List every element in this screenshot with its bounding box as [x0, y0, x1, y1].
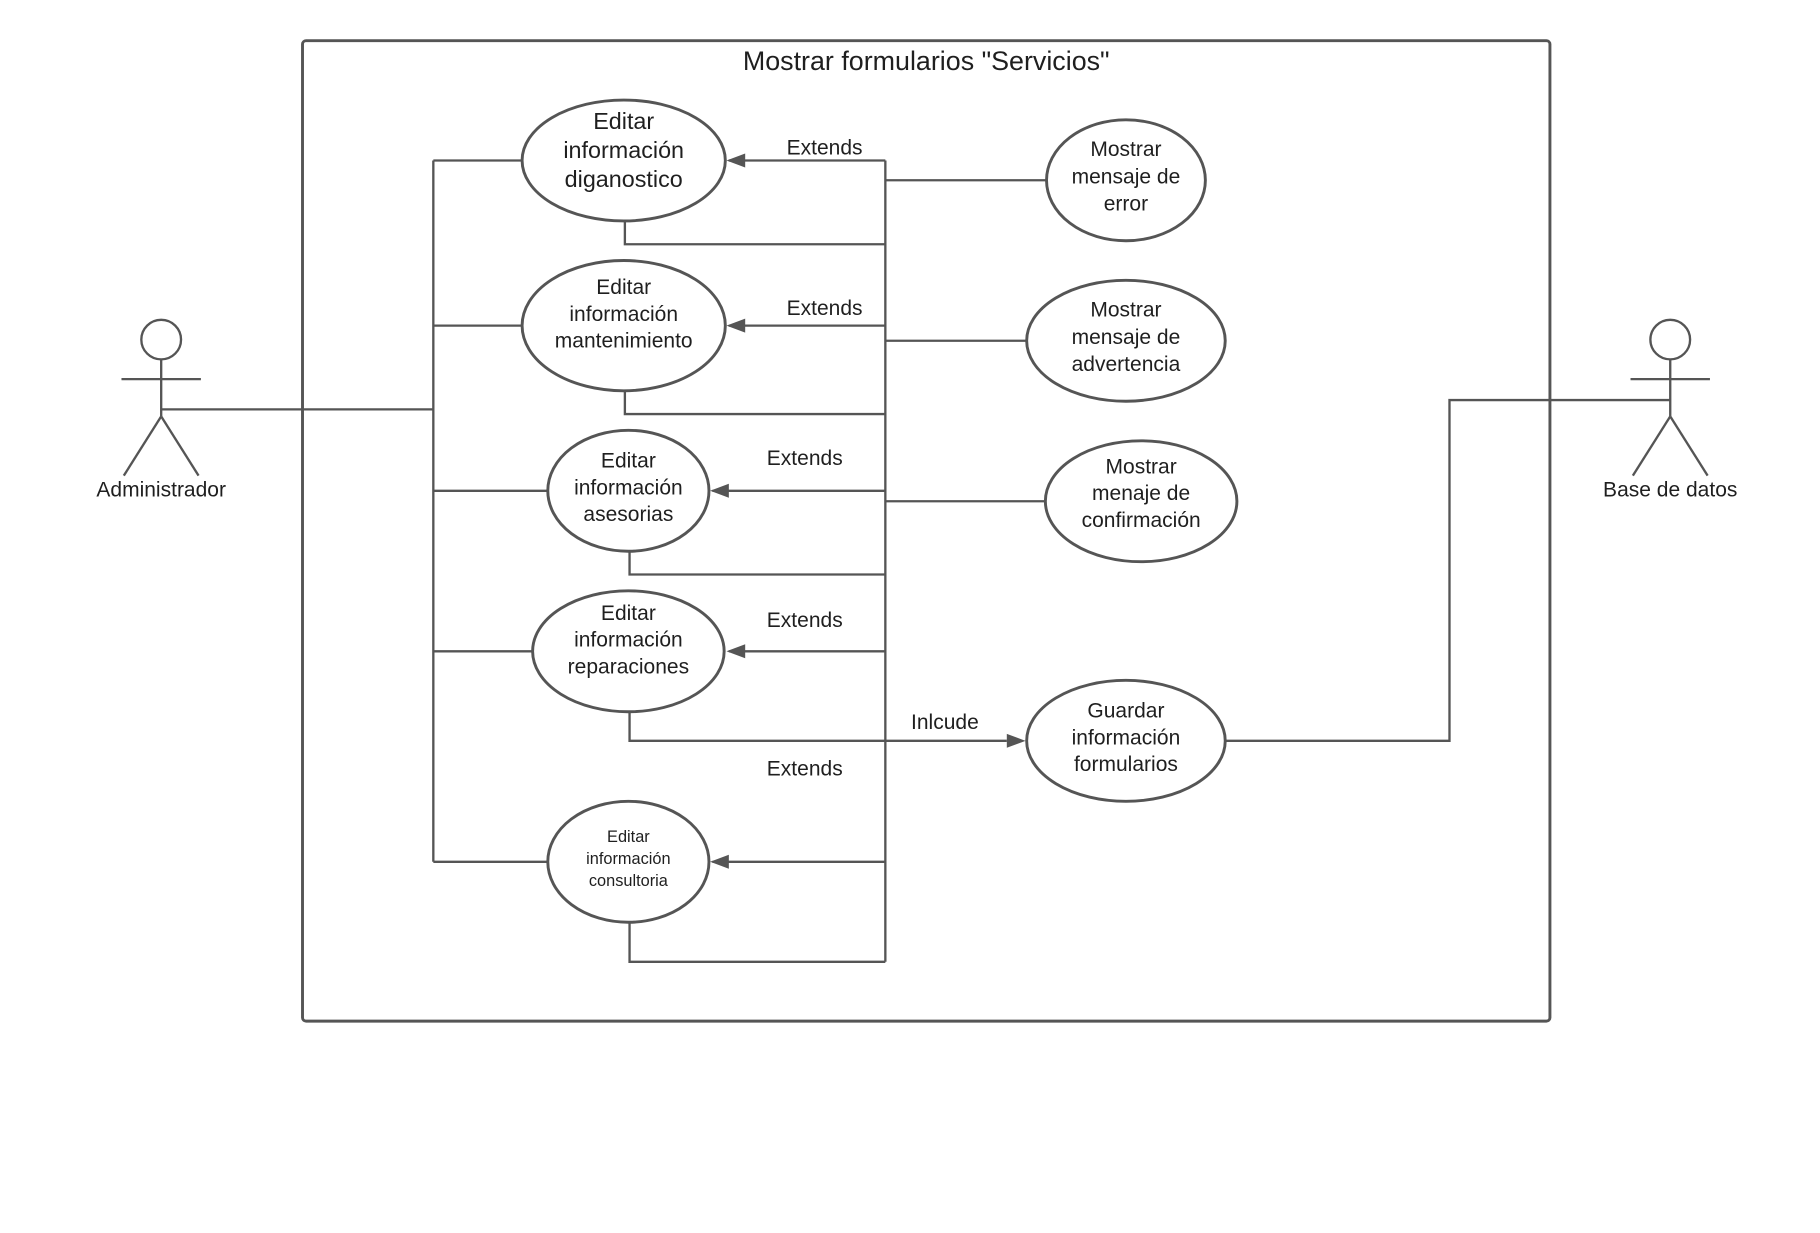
use-case-editar-asesorias: Editar información asesorias [546, 428, 711, 553]
use-case-line: Mostrar [1106, 455, 1177, 478]
actor-label: Base de datos [1603, 479, 1737, 502]
use-case-mostrar-advertencia: Mostrar mensaje de advertencia [1025, 278, 1227, 403]
actor-label: Administrador [96, 479, 226, 502]
use-case-line: mantenimiento [555, 330, 693, 353]
use-case-editar-consultoria: Editar información consultoria [546, 799, 711, 924]
arrowheads [710, 153, 1026, 869]
use-case-line: información [586, 850, 670, 868]
extend-arrowhead [726, 644, 746, 659]
use-case-line: mensaje de [1072, 326, 1181, 349]
use-case-diagram: Mostrar formularios "Servicios" Administ… [96, 39, 1737, 1023]
actor-head [1649, 318, 1692, 361]
use-case-line: Mostrar [1090, 138, 1161, 161]
use-case-line: formularios [1074, 753, 1178, 776]
actor-leg-left [1631, 415, 1672, 477]
actor-leg-right [1669, 415, 1709, 477]
actor-leg-right [160, 415, 200, 477]
use-case-line: Editar [601, 450, 656, 473]
use-case-editar-mantenimiento: Editar información mantenimiento [520, 259, 727, 393]
use-case-line: Editar [596, 276, 651, 299]
relationship-connectors [623, 159, 1047, 963]
extend-arrowhead [710, 483, 729, 498]
include-label: Inlcude [911, 711, 979, 734]
extends-label: Extends [767, 758, 843, 781]
use-case-line: confirmación [1082, 509, 1201, 532]
include-arrowhead [1006, 733, 1026, 748]
use-case-line: error [1104, 193, 1148, 216]
use-case-line: mensaje de [1072, 166, 1181, 189]
use-case-line: Editar [593, 108, 654, 134]
use-case-line: Guardar [1087, 700, 1164, 723]
extends-label: Extends [787, 137, 863, 160]
actor-base-de-datos: Base de datos [1603, 318, 1737, 502]
use-case-line: información [574, 629, 683, 652]
extends-label: Extends [767, 447, 843, 470]
use-case-line: menaje de [1092, 482, 1190, 505]
use-case-guardar-formularios: Guardar información formularios [1025, 678, 1227, 803]
actor-leg-left [122, 415, 163, 477]
use-case-editar-reparaciones: Editar información reparaciones [531, 589, 726, 714]
actor-administrador: Administrador [96, 318, 226, 502]
use-case-line: información [569, 303, 678, 326]
extend-arrowhead [726, 153, 746, 168]
use-case-line: Editar [607, 828, 650, 846]
use-case-line: reparaciones [568, 655, 689, 678]
use-case-line: advertencia [1072, 353, 1181, 376]
system-title: Mostrar formularios "Servicios" [743, 46, 1110, 76]
extends-label: Extends [767, 609, 843, 632]
extend-arrowhead [710, 854, 729, 869]
use-case-line: diganostico [565, 166, 683, 192]
use-case-line: información [1072, 726, 1181, 749]
use-case-line: asesorias [583, 503, 673, 526]
use-case-line: Editar [601, 602, 656, 625]
use-case-line: Mostrar [1090, 298, 1161, 321]
use-case-editar-diagnostico: Editar información diganostico [520, 98, 727, 223]
use-case-mostrar-confirmacion: Mostrar menaje de confirmación [1043, 439, 1239, 564]
extends-label: Extends [787, 297, 863, 320]
system-boundary [301, 39, 1552, 1023]
db-association [1226, 398, 1671, 742]
use-case-line: información [574, 476, 683, 499]
use-case-line: consultoria [589, 872, 669, 890]
use-case-line: información [563, 137, 684, 163]
actor-head [140, 318, 183, 361]
extend-arrowhead [726, 318, 746, 333]
use-case-mostrar-error: Mostrar mensaje de error [1045, 118, 1207, 243]
admin-associations [161, 159, 549, 863]
